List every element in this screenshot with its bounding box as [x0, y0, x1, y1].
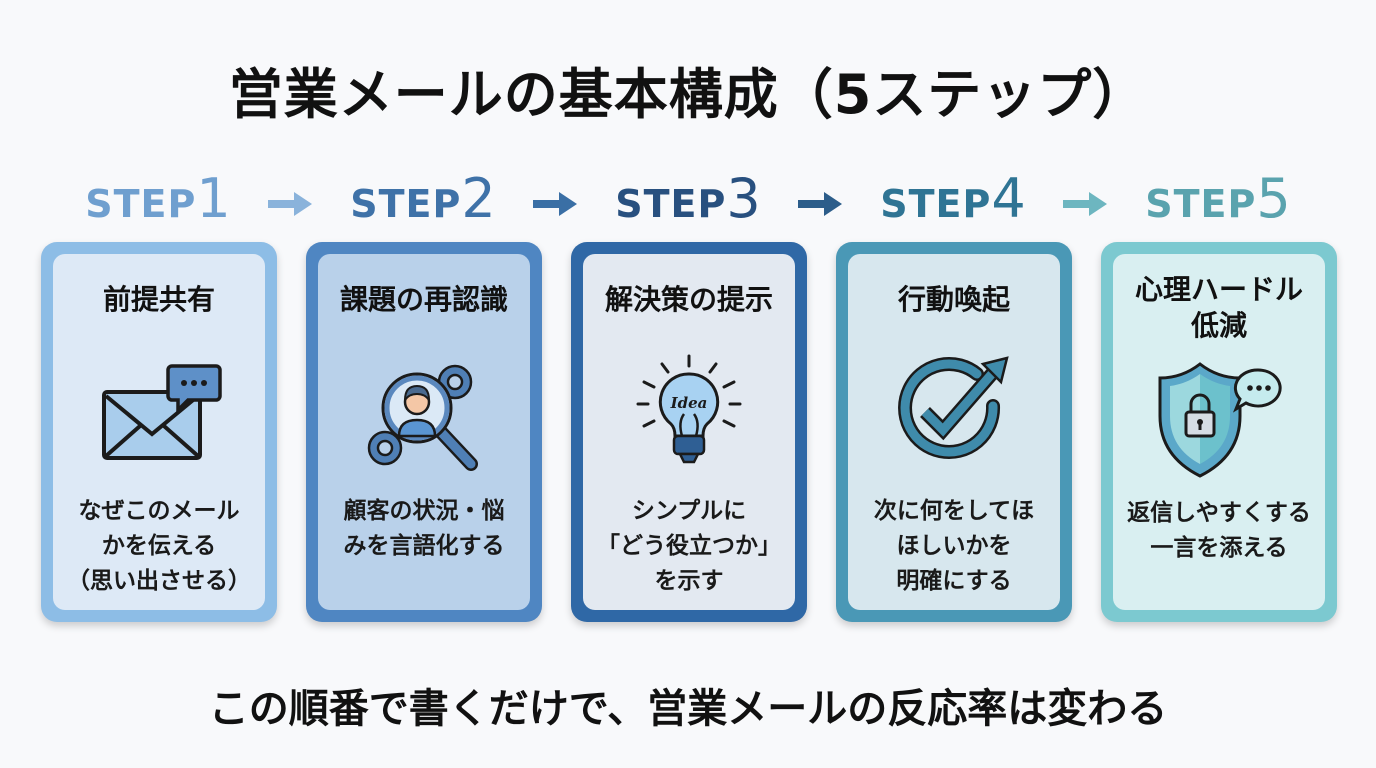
arrow-right-icon	[798, 192, 842, 216]
check-arrow-circle-icon	[898, 356, 1009, 459]
step-card-body: 心理ハードル 低減 返信しやすくする 一言を添える	[1113, 254, 1325, 610]
step-card-1: 前提共有 なぜこのメール かを伝える （思い出させる）	[41, 242, 277, 622]
page-title: 営業メールの基本構成（5ステップ）	[228, 63, 1148, 126]
step-label-4: STEP4	[880, 167, 1026, 230]
shield-lock-chat-icon	[1158, 362, 1282, 478]
step-title: 解決策の提示	[604, 283, 773, 316]
step-card-body: 行動喚起 次に何をしてほ ほしいかを 明確にする	[848, 254, 1060, 610]
arrow-right-icon	[268, 192, 312, 216]
step-label-1: STEP1	[85, 167, 231, 230]
step-card-body: 解決策の提示 Idea シンプルに 「どう役立つか」 を示す	[583, 254, 795, 610]
magnifier-person-gears-icon	[367, 364, 478, 471]
step-description: 次に何をしてほ ほしいかを 明確にする	[873, 498, 1035, 594]
arrow-right-icon	[1063, 192, 1107, 216]
step-label-3: STEP3	[615, 167, 761, 230]
step-description: シンプルに 「どう役立つか」 を示す	[597, 498, 781, 594]
step-card-body: 課題の再認識 顧客の状況・悩 みを言語化する	[318, 254, 530, 610]
step-card-3: 解決策の提示 Idea シンプルに 「どう役立つか」 を示す	[571, 242, 807, 622]
arrow-right-icon	[533, 192, 577, 216]
step-title: 行動喚起	[897, 283, 1010, 316]
step-description: なぜこのメール かを伝える （思い出させる）	[67, 498, 251, 594]
step-card-5: 心理ハードル 低減 返信しやすくする 一言を添える	[1101, 242, 1337, 622]
step-card-body: 前提共有 なぜこのメール かを伝える （思い出させる）	[53, 254, 265, 610]
lightbulb-idea-icon: Idea	[636, 354, 742, 464]
step-label-row: STEP1 STEP2 STEP3 STEP4 STEP5	[0, 172, 1376, 232]
step-title: 心理ハードル 低減	[1134, 273, 1303, 342]
step-description: 顧客の状況・悩 みを言語化する	[343, 498, 505, 559]
icon-idea-text: Idea	[670, 394, 708, 412]
step-title: 課題の再認識	[339, 283, 508, 316]
step-card-4: 行動喚起 次に何をしてほ ほしいかを 明確にする	[836, 242, 1072, 622]
step-description: 返信しやすくする 一言を添える	[1127, 500, 1311, 561]
step-card-2: 課題の再認識 顧客の状況・悩 みを言語化する	[306, 242, 542, 622]
step-label-2: STEP2	[350, 167, 496, 230]
step-title: 前提共有	[102, 283, 215, 316]
footer-tagline: この順番で書くだけで、営業メールの反応率は変わる	[208, 686, 1168, 732]
envelope-chat-icon	[102, 364, 222, 460]
step-label-5: STEP5	[1145, 167, 1291, 230]
